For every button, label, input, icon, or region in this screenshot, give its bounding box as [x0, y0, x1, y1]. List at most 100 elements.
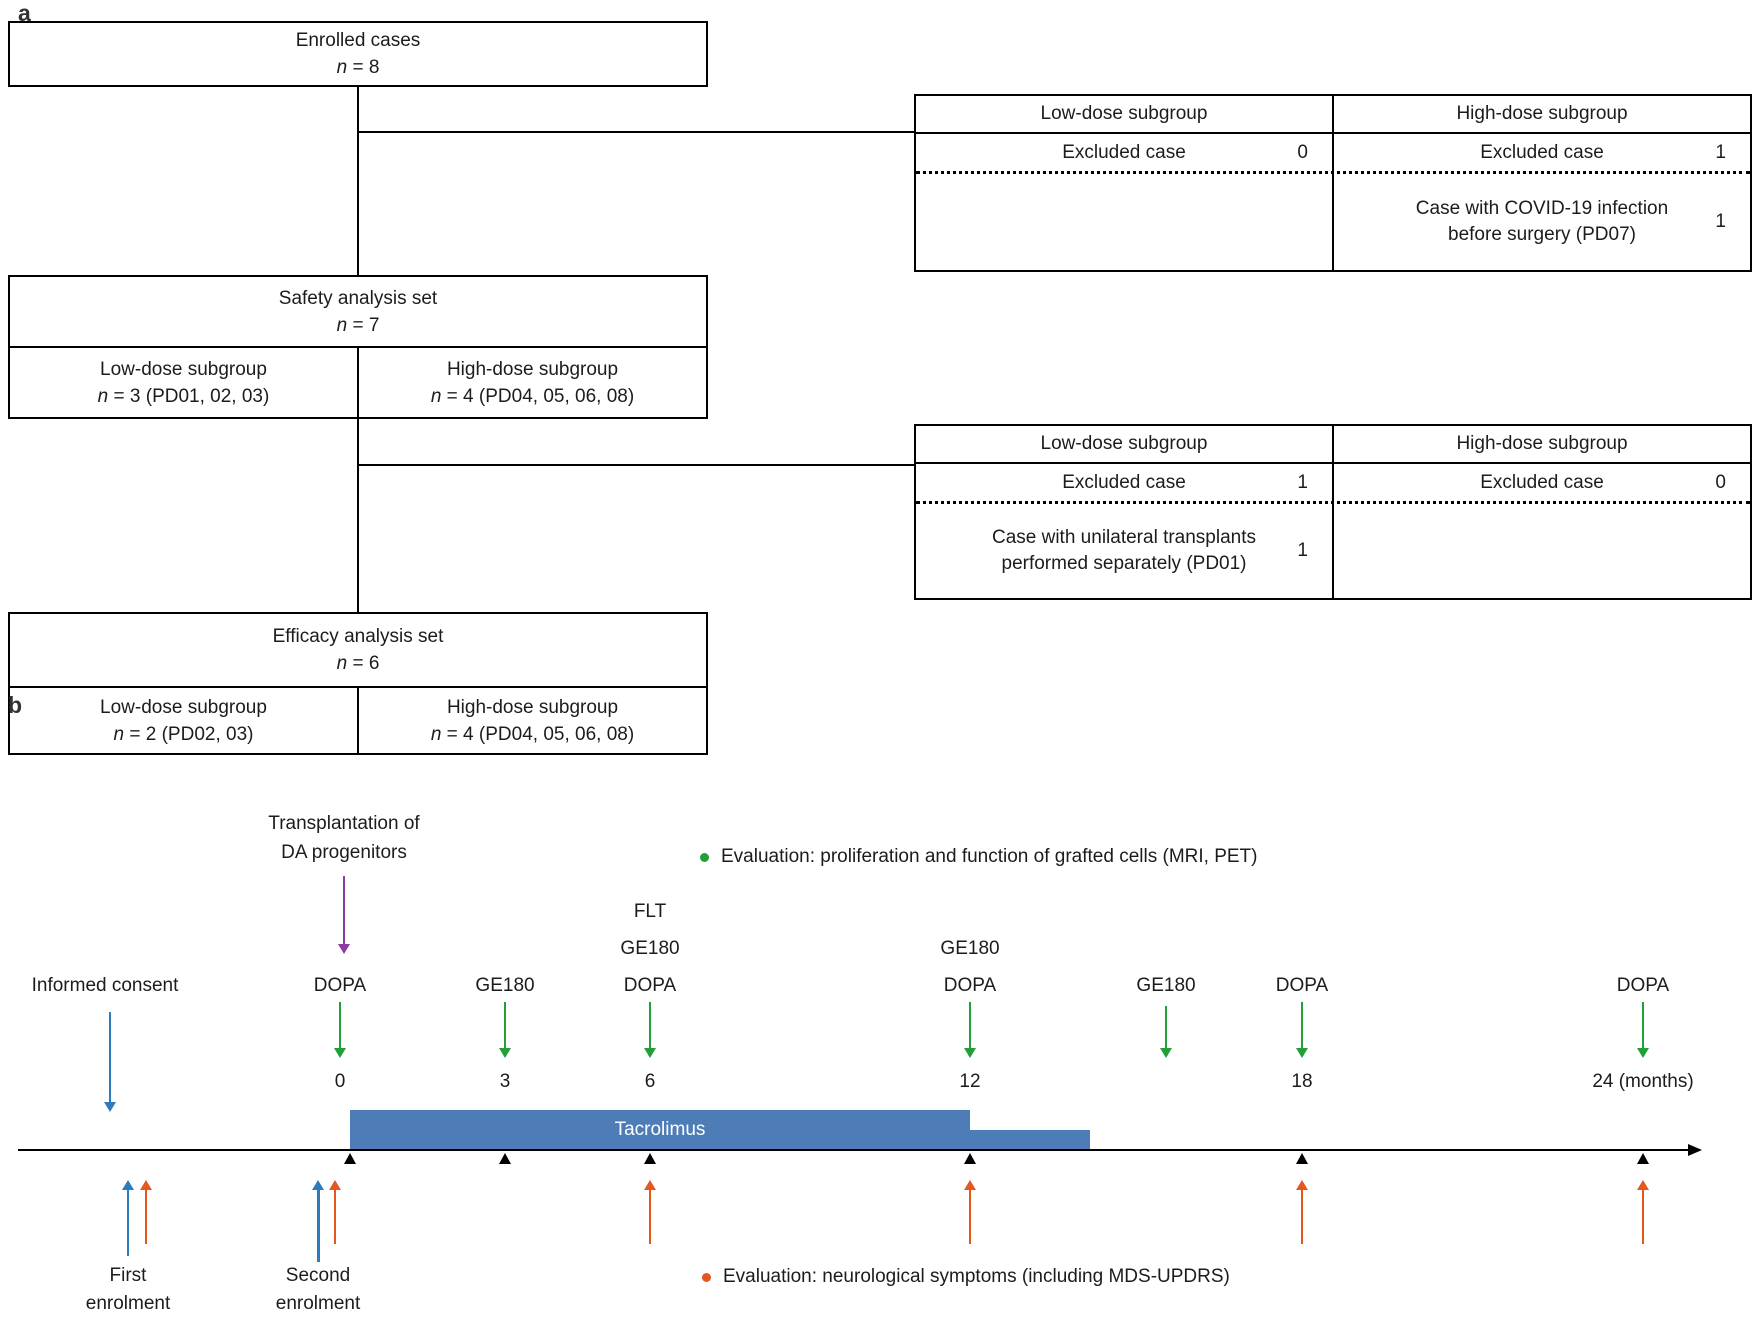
month-tick-6: 6 [644, 1071, 656, 1092]
connector-safety-to-efficacy [357, 419, 359, 612]
n-symbol: n [97, 385, 109, 407]
scan-arrow-icon [334, 1002, 346, 1058]
legend-neurological: Evaluation: neurological symptoms (inclu… [702, 1263, 1230, 1291]
n-symbol: n [336, 57, 348, 78]
exclusion2-high-header: High-dose subgroup [1456, 433, 1628, 454]
event-labels-12m: GE180 DOPA [890, 930, 1050, 1004]
exclusion1-low-header: Low-dose subgroup [916, 96, 1334, 132]
n-symbol: n [336, 653, 348, 674]
event-labels-3m: GE180 [425, 967, 585, 1004]
exclusion-table-2-header-row: Low-dose subgroup High-dose subgroup [916, 426, 1750, 464]
transplantation-arrow-icon [338, 876, 350, 954]
exclusion-table-1: Low-dose subgroup High-dose subgroup Exc… [914, 94, 1752, 272]
excluded-case-label: Excluded case [1062, 141, 1186, 163]
month-tick-0: 0 [334, 1071, 346, 1092]
tacrolimus-bar: Tacrolimus [350, 1110, 970, 1150]
connector-enrolled-to-safety [357, 87, 359, 275]
second-enrolment-label: Second enrolment [275, 1265, 361, 1314]
safety-low-dose-title: Low-dose subgroup [100, 358, 267, 380]
exclusion-table-2-reason-row: Case with unilateral transplants perform… [916, 504, 1750, 598]
n-count: = 3 (PD01, 02, 03) [108, 385, 270, 407]
exclusion-reason-count: 1 [1297, 540, 1308, 561]
safety-analysis-n: n = 7 [337, 312, 380, 339]
scan-label: GE180 [620, 938, 680, 959]
evaluation-arrow-icon [644, 1180, 656, 1244]
scan-arrow-icon [964, 1002, 976, 1058]
n-count: = 2 (PD02, 03) [124, 723, 254, 745]
legend-grafted-cells-text: Evaluation: proliferation and function o… [721, 846, 1258, 867]
month-tick-3: 3 [499, 1071, 511, 1092]
exclusion-table-1-header-row: Low-dose subgroup High-dose subgroup [916, 96, 1750, 134]
n-symbol: n [113, 723, 125, 745]
efficacy-low-dose-title: Low-dose subgroup [100, 696, 267, 718]
exclusion2-low-header: Low-dose subgroup [916, 426, 1334, 462]
exclusion2-low-excluded-cell: Excluded case 1 [916, 464, 1334, 501]
exclusion-table-1-reason-row: Case with COVID-19 infection before surg… [916, 174, 1750, 270]
efficacy-analysis-title: Efficacy analysis set [272, 626, 444, 647]
safety-analysis-box: Safety analysis set n = 7 Low-dose subgr… [8, 275, 708, 419]
legend-neurological-text: Evaluation: neurological symptoms (inclu… [723, 1266, 1230, 1287]
transplantation-annotation: Transplantation of DA progenitors [184, 809, 504, 867]
enrolled-cases-n: n = 8 [337, 54, 380, 81]
safety-high-dose-title: High-dose subgroup [446, 358, 619, 380]
efficacy-analysis-n: n = 6 [337, 650, 380, 677]
timeline-axis [18, 1149, 1690, 1151]
evaluation-arrow-icon [140, 1180, 152, 1244]
axis-caret-marker-0m [344, 1153, 356, 1164]
first-enrolment-label: First enrolment [85, 1265, 171, 1314]
scan-label: DOPA [1616, 975, 1670, 996]
axis-caret-marker-24m [1637, 1153, 1649, 1164]
evaluation-arrow-icon [1296, 1180, 1308, 1244]
event-labels-6m: FLT GE180 DOPA [570, 893, 730, 1004]
excluded-case-count: 0 [1715, 471, 1726, 493]
exclusion-reason-count: 1 [1715, 211, 1726, 232]
safety-high-dose-n: n = 4 (PD04, 05, 06, 08) [431, 383, 634, 410]
excluded-case-label: Excluded case [1480, 471, 1604, 493]
scan-arrow-icon [1160, 1006, 1172, 1058]
scan-label: DOPA [1275, 975, 1329, 996]
excluded-case-count: 1 [1297, 471, 1308, 493]
excluded-case-count: 0 [1297, 141, 1308, 163]
excluded-case-count: 1 [1715, 141, 1726, 163]
exclusion1-low-excluded-cell: Excluded case 0 [916, 134, 1334, 171]
exclusion2-high-reason-cell [1334, 504, 1750, 598]
scan-label: GE180 [1136, 975, 1196, 996]
n-symbol: n [430, 723, 442, 745]
exclusion2-high-excluded-cell: Excluded case 0 [1334, 464, 1750, 501]
n-count: = 6 [347, 653, 380, 674]
n-count: = 7 [347, 314, 380, 336]
month-tick-18: 18 [1291, 1071, 1313, 1092]
exclusion2-low-reason-cell: Case with unilateral transplants perform… [916, 504, 1334, 598]
n-symbol: n [336, 314, 348, 336]
scan-label: GE180 [940, 938, 1000, 959]
efficacy-high-dose-title: High-dose subgroup [446, 696, 619, 718]
second-enrolment-arrow-icon [312, 1180, 324, 1262]
event-labels-ge180-only: GE180 [1086, 967, 1246, 1004]
scan-label: DOPA [943, 975, 997, 996]
exclusion-reason-text: Case with COVID-19 infection before surg… [1415, 198, 1669, 245]
enrolled-cases-title: Enrolled cases [295, 30, 421, 51]
n-count: = 4 (PD04, 05, 06, 08) [441, 723, 635, 745]
event-labels-24m: DOPA [1563, 967, 1723, 1004]
efficacy-analysis-title-cell: Efficacy analysis set n = 6 [10, 614, 706, 688]
efficacy-high-dose-cell: High-dose subgroup n = 4 (PD04, 05, 06, … [359, 688, 706, 753]
scan-label: FLT [633, 901, 667, 922]
efficacy-analysis-box: Efficacy analysis set n = 6 Low-dose sub… [8, 612, 708, 755]
panel-b-label: b [8, 692, 23, 718]
connector-to-exclusion-table-2 [357, 464, 916, 466]
month-tick-12: 12 [959, 1071, 981, 1092]
safety-low-dose-n: n = 3 (PD01, 02, 03) [98, 383, 270, 410]
first-enrolment-arrow-icon [122, 1180, 134, 1256]
exclusion1-low-reason-cell [916, 174, 1334, 270]
axis-caret-marker-18m [1296, 1153, 1308, 1164]
month-tick-24: 24 (months) [1592, 1071, 1694, 1092]
exclusion-table-2-excluded-row: Excluded case 1 Excluded case 0 [916, 464, 1750, 504]
informed-consent-label: Informed consent [31, 975, 179, 996]
exclusion-reason-text: Case with unilateral transplants perform… [991, 527, 1257, 574]
scan-label: GE180 [475, 975, 535, 996]
excluded-case-label: Excluded case [1480, 141, 1604, 163]
safety-analysis-title: Safety analysis set [278, 287, 438, 309]
event-labels-18m: DOPA [1222, 967, 1382, 1004]
n-count: = 4 (PD04, 05, 06, 08) [441, 385, 635, 407]
